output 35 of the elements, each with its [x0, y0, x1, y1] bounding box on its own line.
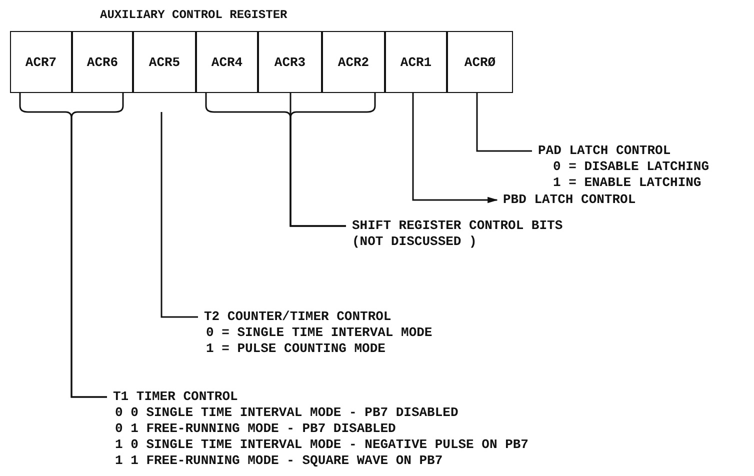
field-value-line: 1 = PULSE COUNTING MODE [205, 341, 386, 357]
leader-arrow [412, 93, 498, 204]
field-heading: PAD LATCH CONTROL [538, 143, 672, 159]
field-heading: SHIFT REGISTER CONTROL BITS (NOT DISCUSSED ) [352, 218, 564, 250]
register-bit-cell [322, 31, 385, 93]
leader-line [160, 112, 198, 318]
field-value-line: 1 0 SINGLE TIME INTERVAL MODE - NEGATIVE PULSE ON PB7 [114, 437, 528, 453]
field-value-line: 0 = SINGLE TIME INTERVAL MODE [205, 325, 432, 341]
bit-name: ACR2 [338, 54, 370, 70]
bit-name: ACR6 [86, 54, 118, 70]
leader-line [70, 93, 124, 398]
bit-name: ACR7 [25, 54, 57, 70]
register-bit-cell [447, 31, 513, 93]
field-value-line: 1 = ENABLE LATCHING [552, 175, 702, 191]
field-heading: T1 TIMER CONTROL [113, 389, 239, 405]
leader-line [290, 93, 376, 227]
bit-name: ACR4 [211, 54, 243, 70]
field-heading: PBD LATCH CONTROL [503, 192, 636, 208]
field-value-line: 0 = DISABLE LATCHING [552, 159, 710, 175]
register-bit-cell [196, 31, 258, 93]
register-title: AUXILIARY CONTROL REGISTER [100, 8, 288, 22]
bit-name: ACR5 [148, 54, 180, 70]
register-bit-cell [133, 31, 196, 93]
leader-line [476, 93, 532, 152]
register-bit-cell [10, 31, 72, 93]
field-heading: T2 COUNTER/TIMER CONTROL [204, 309, 392, 325]
register-bit-cell [385, 31, 447, 93]
bit-name: ACRØ [464, 54, 496, 70]
register-bit-cell [72, 31, 133, 93]
field-value-line: 1 1 FREE-RUNNING MODE - SQUARE WAVE ON PB7 [114, 453, 444, 469]
field-value-line: 0 0 SINGLE TIME INTERVAL MODE - PB7 DISABLED [114, 405, 460, 421]
bit-name: ACR1 [400, 54, 432, 70]
bit-name: ACR3 [274, 54, 306, 70]
register-bit-cell [258, 31, 322, 93]
field-value-line: 0 1 FREE-RUNNING MODE - PB7 DISABLED [114, 421, 397, 437]
